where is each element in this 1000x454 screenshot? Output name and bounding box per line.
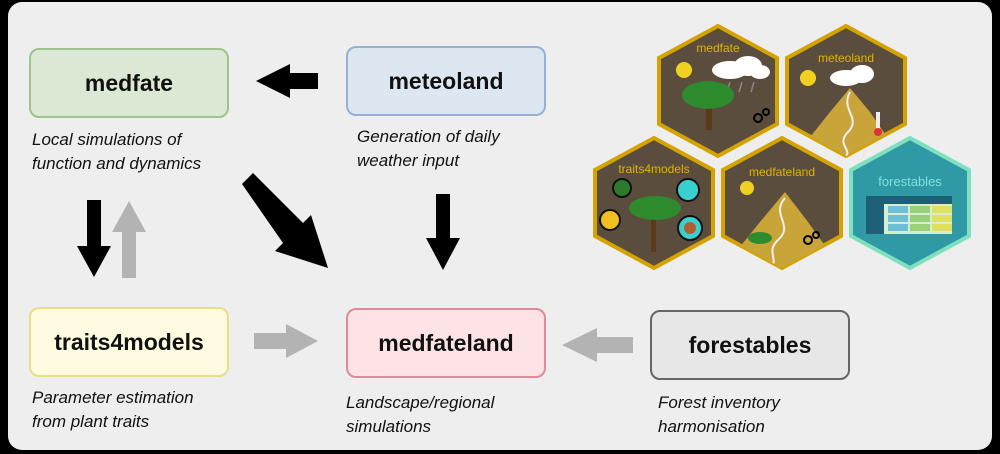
medfateland-hex-logo: medfateland: [721, 135, 843, 271]
cloud-icon: [830, 65, 874, 86]
forestables-hex-logo: forestables: [849, 135, 971, 271]
gear-icon: [803, 235, 813, 245]
tree-trunk-icon: [651, 212, 656, 252]
arrow-medfate-to-medfateland: [242, 173, 328, 268]
forestables-box: forestables: [650, 310, 850, 380]
traits4models-description: Parameter estimation from plant traits: [32, 386, 194, 434]
gear-small-icon: [812, 231, 820, 239]
tree-canopy-icon: [629, 196, 681, 220]
cloud-icon: [712, 56, 770, 79]
tree-canopy-icon: [682, 81, 734, 109]
wood-core-icon: [684, 222, 696, 234]
arrow-meteoland-to-medfate: [256, 64, 318, 98]
medfateland-description-line-2: simulations: [346, 417, 432, 436]
gear-icon: [753, 113, 763, 123]
medfateland-description: Landscape/regional simulations: [346, 391, 494, 439]
arrow-traits4models-to-medfateland: [254, 324, 318, 358]
medfateland-description-line-1: Landscape/regional: [346, 393, 495, 412]
medfate-hex-logo: medfate: [657, 23, 779, 159]
forestables-hex-title: forestables: [878, 174, 942, 189]
medfate-box: medfate: [29, 48, 229, 118]
traits4models-hex-title: traits4models: [618, 162, 689, 176]
gear-small-icon: [762, 108, 770, 116]
mountain-icon: [795, 88, 900, 156]
sun-icon: [800, 70, 816, 86]
meteoland-hex-logo: meteoland: [785, 23, 907, 159]
medfate-description-line-2: function and dynamics: [32, 154, 202, 173]
tree-trunk-icon: [706, 100, 712, 130]
traits4models-hex-logo: traits4models: [593, 135, 715, 271]
medfate-hex-title: medfate: [696, 41, 740, 55]
arrow-medfate-to-traits4models: [77, 200, 111, 277]
thermometer-icon: [876, 112, 880, 130]
meteoland-box: meteoland: [346, 46, 546, 116]
traits4models-description-line-2: from plant traits: [32, 412, 150, 431]
medfate-description: Local simulations of function and dynami…: [32, 128, 201, 176]
medfateland-box: medfateland: [346, 308, 546, 378]
mountain-icon: [723, 192, 841, 268]
meteoland-description: Generation of daily weather input: [357, 125, 500, 173]
river-icon: [842, 91, 854, 156]
meteoland-description-line-2: weather input: [357, 151, 460, 170]
forestables-description-line-2: harmonisation: [658, 417, 765, 436]
medfateland-hex-title: medfateland: [749, 165, 815, 179]
meteoland-hex-title: meteoland: [818, 51, 874, 65]
thermometer-bulb-icon: [874, 128, 882, 136]
arrow-traits4models-to-medfate: [112, 201, 146, 278]
forest-icon: [748, 232, 772, 244]
medfate-description-line-1: Local simulations of: [32, 130, 182, 149]
sun-icon: [740, 181, 754, 195]
forestables-description: Forest inventory harmonisation: [658, 391, 780, 439]
meteoland-description-line-1: Generation of daily: [357, 127, 500, 146]
arrow-meteoland-to-medfateland: [426, 194, 460, 270]
traits4models-description-line-1: Parameter estimation: [32, 388, 194, 407]
sun-icon: [676, 62, 692, 78]
traits4models-box: traits4models: [29, 307, 229, 377]
table-icon: [866, 196, 952, 234]
leaf-icon: [676, 178, 700, 202]
forestables-description-line-1: Forest inventory: [658, 393, 780, 412]
flower-icon: [599, 209, 621, 231]
arrow-forestables-to-medfateland: [562, 328, 633, 362]
river-icon: [769, 197, 786, 268]
seed-icon: [612, 178, 632, 198]
